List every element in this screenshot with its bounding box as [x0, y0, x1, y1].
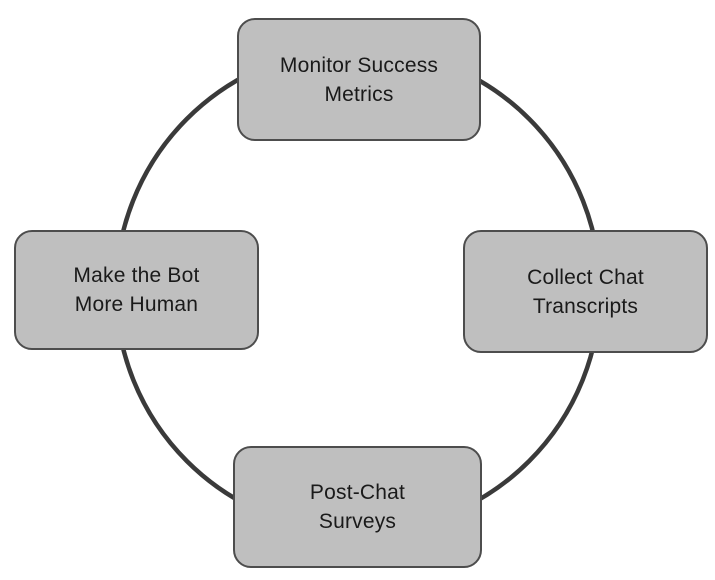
node-post-chat-surveys-label: Post-Chat Surveys — [309, 481, 406, 533]
node-make-the-bot-more-human-label: Make the Bot More Human — [73, 264, 200, 316]
node-collect-chat-transcripts: Collect Chat Transcripts — [463, 230, 708, 353]
node-monitor-success-metrics: Monitor Success Metrics — [237, 18, 481, 141]
node-monitor-success-metrics-label: Monitor Success Metrics — [279, 53, 439, 106]
node-collect-chat-transcripts-label: Collect Chat Transcripts — [527, 265, 644, 318]
node-post-chat-surveys: Post-Chat Surveys — [233, 446, 482, 568]
node-make-the-bot-more-human: Make the Bot More Human — [14, 230, 259, 350]
